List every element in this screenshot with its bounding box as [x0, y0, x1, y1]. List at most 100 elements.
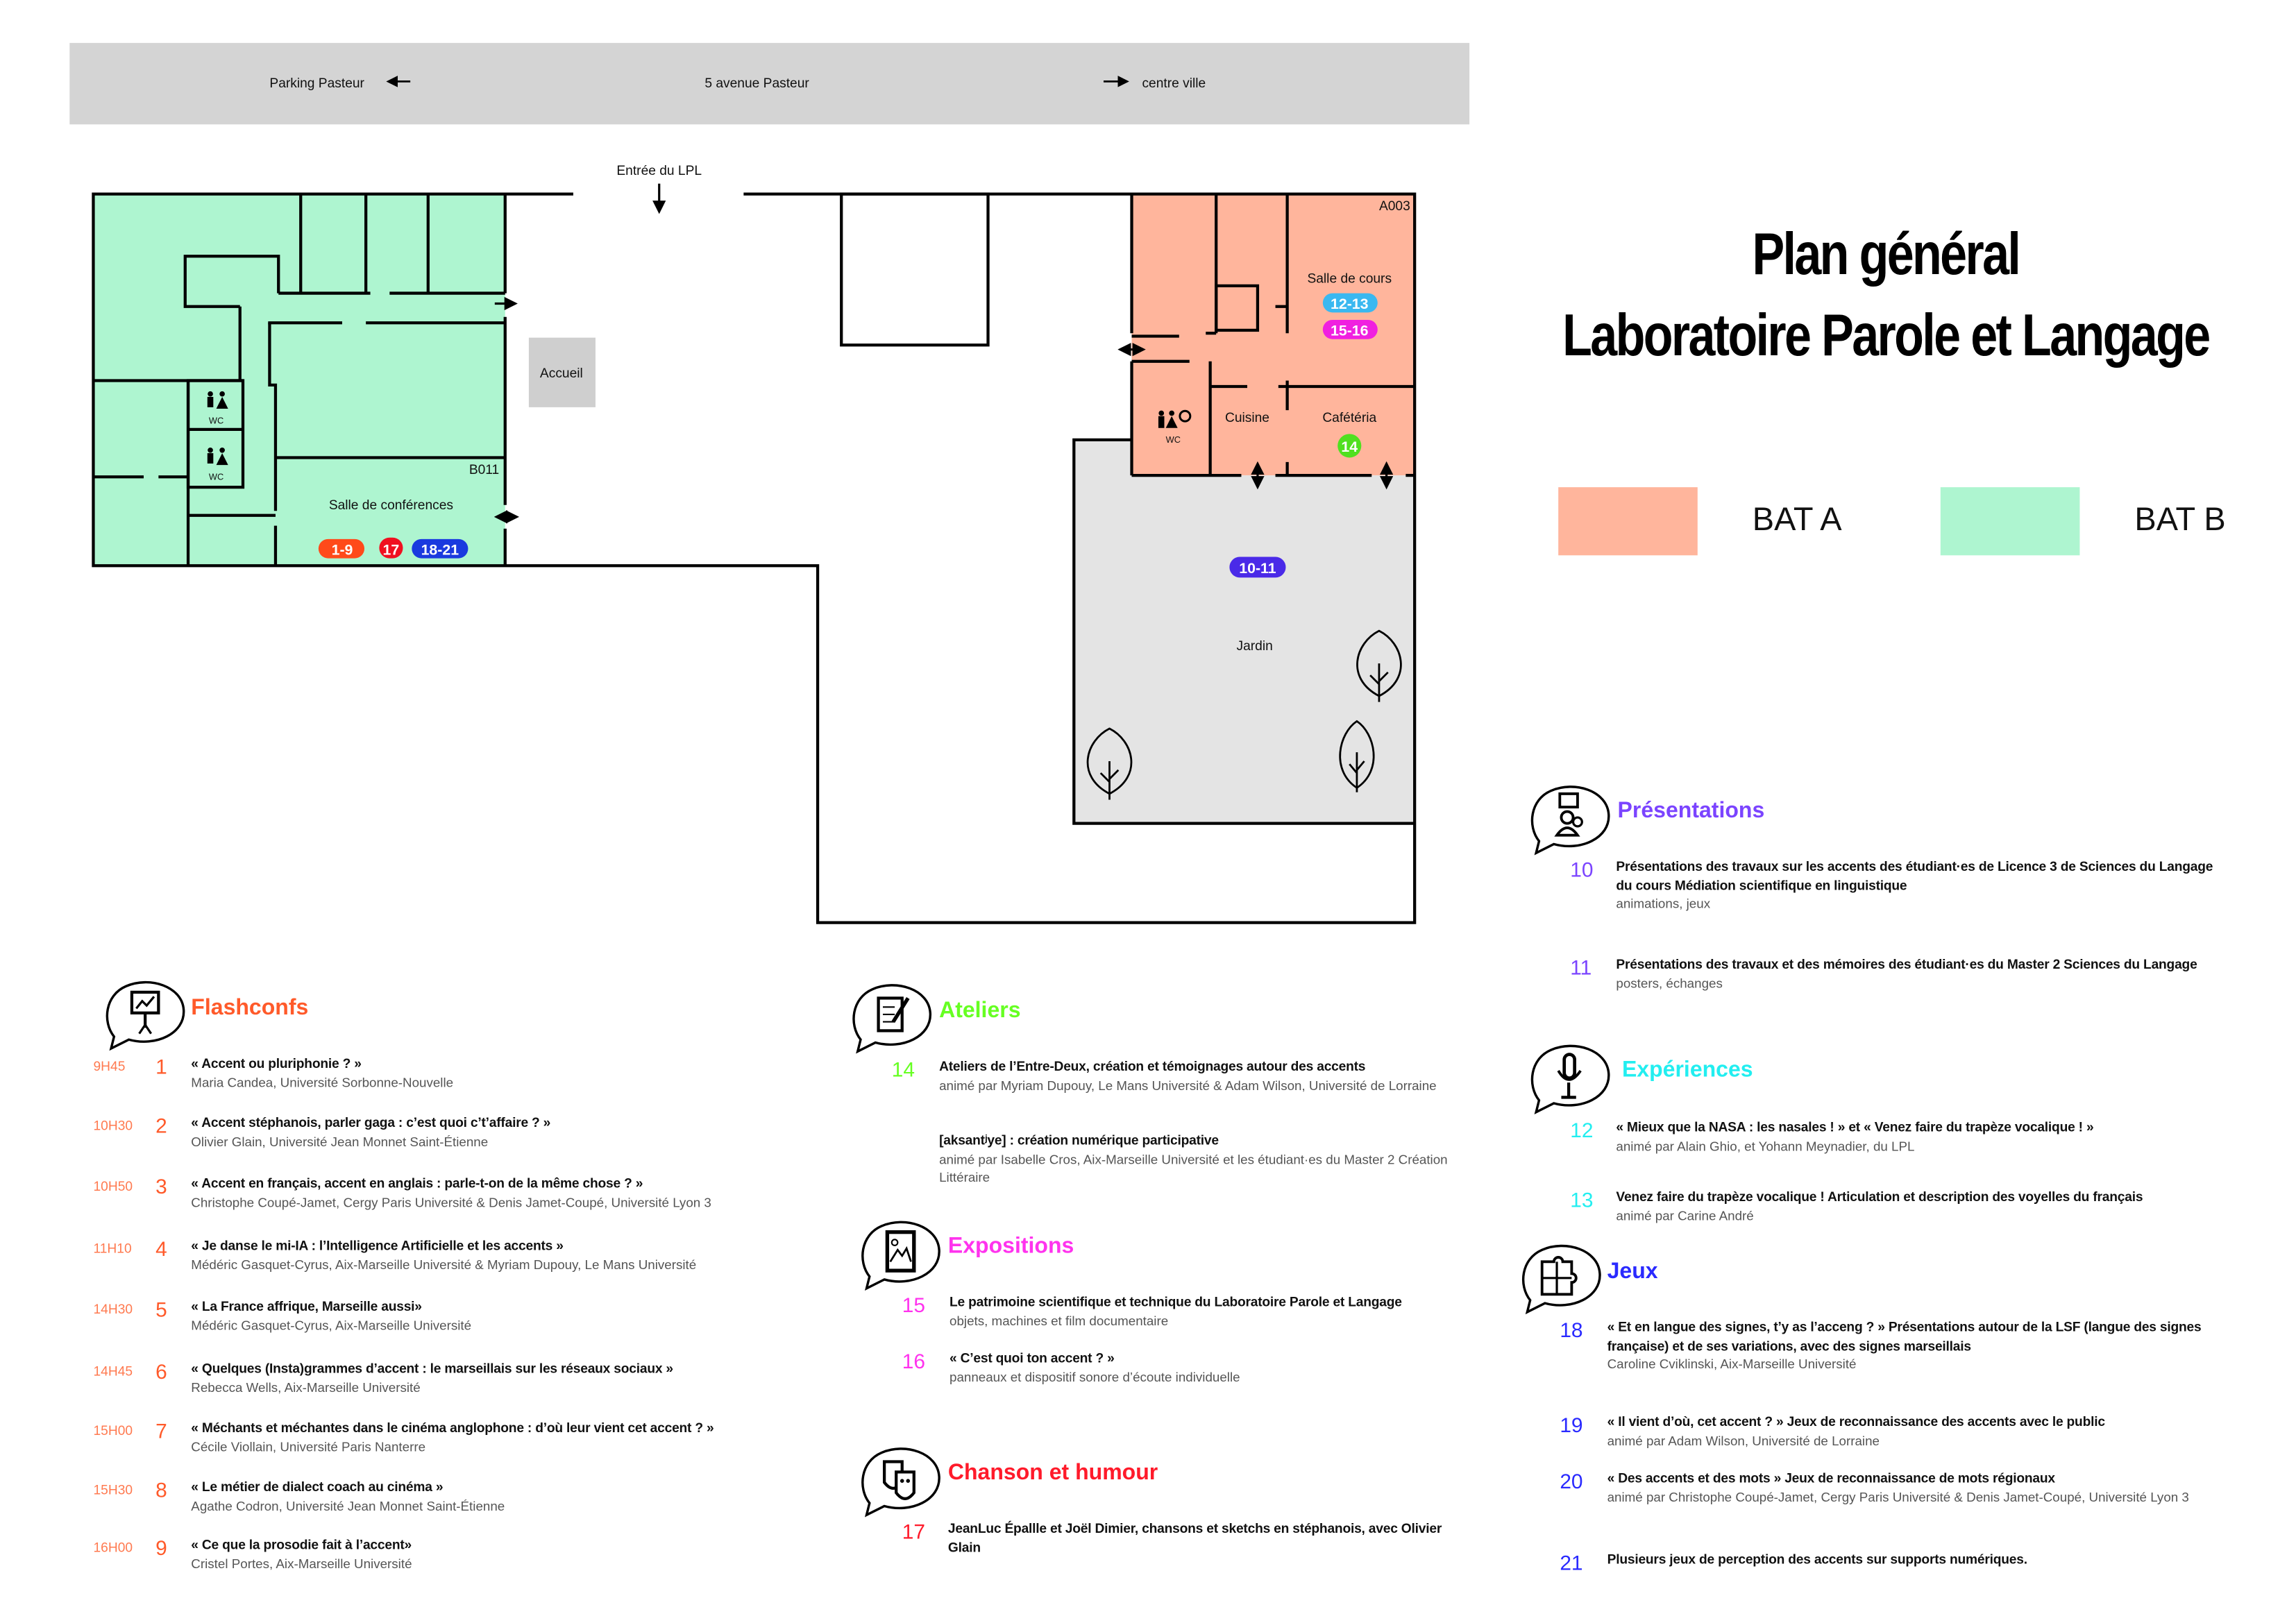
- item-time: 10H30: [93, 1118, 133, 1133]
- section-title-flashconfs: Flashconfs: [191, 995, 309, 1021]
- item-title: « La France affrique, Marseille aussi»: [191, 1298, 422, 1314]
- item-subtitle: Agathe Codron, Université Jean Monnet Sa…: [191, 1497, 505, 1513]
- item-title: JeanLuc Épallle et Joël Dimier, chansons…: [947, 1520, 1442, 1554]
- item-number: 21: [1560, 1550, 1583, 1574]
- tree-icon: [1086, 727, 1133, 800]
- item-title: « Et en langue des signes, t’y as l’acce…: [1607, 1319, 2202, 1353]
- item-text: « La France affrique, Marseille aussi»Mé…: [191, 1298, 828, 1334]
- wc-label: WC: [209, 471, 223, 482]
- reception-desk: [528, 337, 596, 407]
- svg-text:18-21: 18-21: [421, 541, 459, 558]
- item-subtitle: animations, jeux: [1616, 896, 1711, 911]
- item-subtitle: Olivier Glain, Université Jean Monnet Sa…: [191, 1133, 489, 1149]
- item-text: « C’est quoi ton accent ? »panneaux et d…: [949, 1349, 1468, 1386]
- item-text: « Ce que la prosodie fait à l’accent»Cri…: [191, 1536, 828, 1572]
- item-number: 5: [155, 1297, 167, 1321]
- wc-icon: WC WC WC: [207, 391, 1192, 482]
- item-text: « Mieux que la NASA : les nasales ! » et…: [1616, 1118, 2223, 1155]
- item-number: 6: [155, 1359, 167, 1384]
- item-text: Présentations des travaux sur les accent…: [1616, 858, 2223, 913]
- section-title-jeux: Jeux: [1607, 1259, 1658, 1284]
- item-number: 12: [1570, 1118, 1594, 1142]
- svg-text:1-9: 1-9: [332, 541, 353, 558]
- city-center-label: centre ville: [1142, 76, 1206, 91]
- item-title: Venez faire du trapèze vocalique ! Artic…: [1616, 1189, 2143, 1205]
- legend-swatch-bat-b: [1940, 487, 2080, 556]
- item-title: « Je danse le mi-IA : l’Intelligence Art…: [191, 1238, 564, 1253]
- item-title: « C’est quoi ton accent ? »: [949, 1350, 1115, 1366]
- item-time: 9H45: [93, 1058, 126, 1074]
- item-title: « Accent ou pluriphonie ? »: [191, 1055, 362, 1071]
- street-bar: [69, 42, 1470, 125]
- badge-12-13: 12-13: [1322, 293, 1378, 313]
- room-b011-label: B011: [469, 463, 499, 477]
- garden: [1074, 439, 1415, 824]
- svg-text:15-16: 15-16: [1331, 322, 1369, 339]
- item-subtitle: Cristel Portes, Aix-Marseille Université: [191, 1555, 412, 1571]
- badge-15-16: 15-16: [1322, 319, 1378, 339]
- item-number: 4: [155, 1237, 167, 1261]
- item-text: « Accent stéphanois, parler gaga : c’est…: [191, 1114, 828, 1150]
- item-time: 14H30: [93, 1301, 133, 1317]
- writing-pen-icon: [846, 980, 938, 1055]
- item-number: 7: [155, 1418, 167, 1443]
- item-subtitle: Cécile Viollain, Université Paris Nanter…: [191, 1438, 426, 1454]
- picture-frame-icon: [854, 1217, 946, 1291]
- item-text: Ateliers de l’Entre-Deux, création et té…: [939, 1057, 1450, 1094]
- item-text: « Il vient d’où, cet accent ? » Jeux de …: [1607, 1413, 2229, 1450]
- item-title: « Des accents et des mots » Jeux de reco…: [1607, 1470, 2055, 1486]
- item-number: 15: [902, 1293, 925, 1317]
- item-number: 8: [155, 1477, 167, 1502]
- garden-label: Jardin: [1237, 639, 1273, 654]
- poster-subtitle: Laboratoire Parole et Langage: [1562, 303, 2211, 369]
- item-number: 14: [891, 1057, 915, 1081]
- item-text: « Accent ou pluriphonie ? »Maria Candea,…: [191, 1055, 828, 1091]
- wc-label: WC: [209, 415, 223, 425]
- kitchen-label: Cuisine: [1225, 411, 1269, 425]
- item-number: 10: [1570, 857, 1594, 881]
- entrance-label: Entrée du LPL: [616, 164, 702, 178]
- speaker-audience-icon: [1524, 782, 1616, 856]
- item-subtitle: objets, machines et film documentaire: [949, 1312, 1169, 1328]
- item-subtitle: posters, échanges: [1616, 975, 1723, 990]
- item-subtitle: animé par Myriam Dupouy, Le Mans Univers…: [939, 1077, 1437, 1092]
- item-subtitle: animé par Isabelle Cros, Aix-Marseille U…: [939, 1151, 1448, 1185]
- walls: [92, 192, 1417, 924]
- item-number: 2: [155, 1113, 167, 1138]
- wc-label: WC: [1166, 434, 1181, 445]
- item-title: « Mieux que la NASA : les nasales ! » et…: [1616, 1119, 2094, 1135]
- item-text: Le patrimoine scientifique et technique …: [949, 1293, 1468, 1329]
- item-time: 14H45: [93, 1363, 133, 1379]
- legend-swatch-bat-a: [1558, 487, 1698, 556]
- item-text: Venez faire du trapèze vocalique ! Artic…: [1616, 1188, 2223, 1225]
- svg-text:14: 14: [1341, 439, 1358, 455]
- svg-text:17: 17: [383, 541, 400, 558]
- item-text: « Le métier de dialect coach au cinéma »…: [191, 1478, 828, 1515]
- badge-14: 14: [1337, 434, 1362, 458]
- legend-label-bat-b: BAT B: [2134, 500, 2226, 538]
- classroom-label: Salle de cours: [1307, 272, 1392, 287]
- item-text: « Des accents et des mots » Jeux de reco…: [1607, 1469, 2229, 1506]
- item-number: 3: [155, 1174, 167, 1198]
- section-title-ateliers: Ateliers: [939, 998, 1021, 1023]
- item-number: 1: [155, 1054, 167, 1078]
- svg-text:12-13: 12-13: [1331, 296, 1369, 312]
- item-number: 19: [1560, 1413, 1583, 1437]
- item-time: 11H10: [93, 1241, 132, 1256]
- room-a003-label: A003: [1379, 199, 1410, 214]
- conference-room-label: Salle de conférences: [329, 498, 453, 513]
- item-time: 16H00: [93, 1540, 133, 1555]
- item-text: « Quelques (Insta)grammes d’accent : le …: [191, 1359, 828, 1396]
- section-title-chanson: Chanson et humour: [947, 1460, 1158, 1486]
- section-title-presentations: Présentations: [1617, 798, 1765, 824]
- item-title: Plusieurs jeux de perception des accents…: [1607, 1552, 2027, 1567]
- item-title: Présentations des travaux et des mémoire…: [1616, 956, 2197, 972]
- item-subtitle: Caroline Cviklinski, Aix-Marseille Unive…: [1607, 1356, 1857, 1372]
- microphone-icon: [1524, 1041, 1616, 1115]
- item-number: 16: [902, 1349, 925, 1373]
- item-title: « Accent en français, accent en anglais …: [191, 1175, 643, 1191]
- item-text: [aksantʲye] : création numérique partici…: [939, 1132, 1450, 1187]
- item-title: Ateliers de l’Entre-Deux, création et té…: [939, 1058, 1366, 1074]
- presentation-board-icon: [99, 978, 191, 1052]
